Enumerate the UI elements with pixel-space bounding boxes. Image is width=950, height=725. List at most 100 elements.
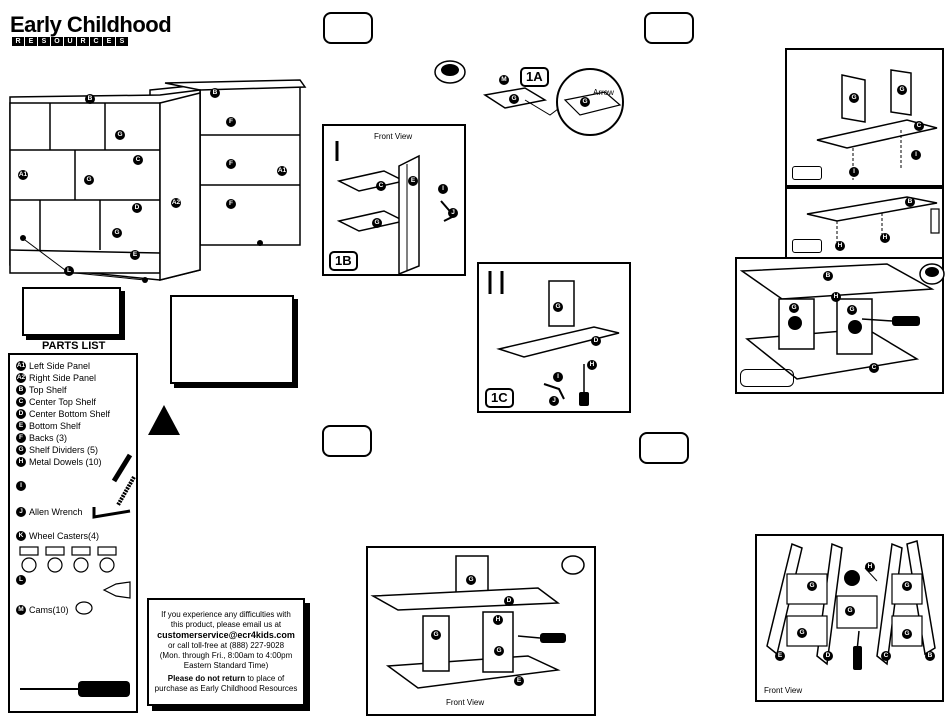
tag-h-1c: H — [587, 360, 597, 370]
blank-step-tag — [740, 369, 794, 387]
tag-b-4: B — [925, 651, 935, 661]
parts-list-title: PARTS LIST — [42, 340, 106, 352]
contact-email: customerservice@ecr4kids.com — [157, 630, 295, 640]
tag-i-2a-2: I — [849, 167, 859, 177]
screw-icon — [116, 476, 136, 506]
tag-c: C — [133, 155, 143, 165]
tag-f-3: F — [226, 199, 236, 209]
tag-g-1a-detail: G — [580, 97, 590, 107]
tag-c-1b: C — [376, 181, 386, 191]
tag-j-1b: J — [448, 208, 458, 218]
tag-g-2: G — [84, 175, 94, 185]
tag-b-back: B — [210, 88, 220, 98]
tag-g-3-1: G — [466, 575, 476, 585]
caster-icon — [19, 546, 117, 573]
tag-h-2c: H — [831, 292, 841, 302]
tag-a2: A2 — [171, 198, 181, 208]
step-number-box-2 — [644, 12, 694, 44]
tag-b-2c: B — [823, 271, 833, 281]
step-1c-illustration — [488, 271, 620, 406]
blank-step-tag — [792, 239, 822, 253]
step-1b-panel: Front View C E I J G 1B — [322, 124, 466, 276]
contact-line: Eastern Standard Time) — [183, 661, 269, 670]
allen-wrench-icon — [92, 507, 131, 519]
contact-warning: Please do not return — [167, 674, 246, 683]
tag-b: B — [85, 94, 95, 104]
tag-d-3: D — [504, 596, 514, 606]
dowel-icon — [111, 453, 133, 483]
blank-label-box-2 — [170, 295, 294, 384]
tag-f-2: F — [226, 159, 236, 169]
tag-g-1c: G — [553, 302, 563, 312]
front-view-label: Front View — [374, 132, 413, 141]
step-2-panel-b: B H H — [785, 187, 944, 259]
tag-g-2a-2: G — [897, 85, 907, 95]
step-number-box-4 — [639, 432, 689, 464]
warning-triangle-icon — [148, 405, 180, 435]
parts-list-item: I — [16, 481, 29, 491]
tag-j-1c: J — [549, 396, 559, 406]
step-4-panel: G G G G G H E D C B Front View — [755, 534, 944, 702]
blank-label-box-1 — [22, 287, 121, 336]
step-2-panel-a: G G C I I — [785, 48, 944, 187]
tag-i-2a-1: I — [911, 150, 921, 160]
tag-g-4-4: G — [902, 581, 912, 591]
tag-g-4-1: G — [807, 581, 817, 591]
tag-h-2b-2: H — [880, 233, 890, 243]
step-1a-label: 1A — [520, 67, 549, 87]
tag-g-3-2: G — [431, 630, 441, 640]
contact-line: or call toll-free at (888) 227-9028 — [167, 641, 285, 650]
tag-h-3: H — [493, 615, 503, 625]
tag-g-2c-2: G — [789, 303, 799, 313]
tag-i-1c: I — [553, 372, 563, 382]
step-1c-label: 1C — [485, 388, 514, 408]
cam-hardware-icon — [434, 60, 466, 84]
contact-line: purchase as Early Childhood Resources — [154, 684, 298, 693]
step-1a-illustration — [482, 68, 624, 136]
contact-line: to place of — [245, 674, 285, 683]
step-4-illustration — [766, 540, 936, 670]
tag-c-4: C — [881, 651, 891, 661]
step-1b-label: 1B — [329, 251, 358, 271]
tag-d-1c: D — [591, 336, 601, 346]
step-2b-illustration — [806, 196, 940, 249]
front-view-label-3: Front View — [446, 698, 485, 707]
step-2-panel-c: B H G G C — [735, 257, 944, 394]
tag-b-2b: B — [905, 197, 915, 207]
step-number-box-3 — [322, 425, 372, 457]
tag-g-1a: G — [509, 94, 519, 104]
tag-g-3: G — [112, 228, 122, 238]
tag-g-2c-1: G — [847, 305, 857, 315]
tag-g-1: G — [115, 130, 125, 140]
step-1b-illustration — [335, 141, 456, 276]
parts-list-item: L — [16, 575, 29, 585]
tag-a1: A1 — [18, 170, 28, 180]
contact-line: If you experience any difficulties with — [161, 610, 291, 619]
tag-d: D — [132, 203, 142, 213]
tag-e-1b: E — [408, 176, 418, 186]
front-view-label-4: Front View — [764, 686, 803, 695]
tag-c-2a: C — [914, 121, 924, 131]
tag-d-4: D — [823, 651, 833, 661]
step-number-box-1 — [323, 12, 373, 44]
tag-h-4: H — [865, 562, 875, 572]
tag-e-3: E — [514, 676, 524, 686]
step-1c-panel: G D I H J 1C — [477, 262, 631, 413]
tag-g-3-3: G — [494, 646, 504, 656]
tag-g-2a-1: G — [849, 93, 859, 103]
tag-l: L — [64, 266, 74, 276]
tag-a1-back: A1 — [277, 166, 287, 176]
tag-g-4-2: G — [797, 628, 807, 638]
tag-g-4-5: G — [902, 629, 912, 639]
cam-icon — [75, 601, 93, 615]
tag-c-2c: C — [869, 363, 879, 373]
